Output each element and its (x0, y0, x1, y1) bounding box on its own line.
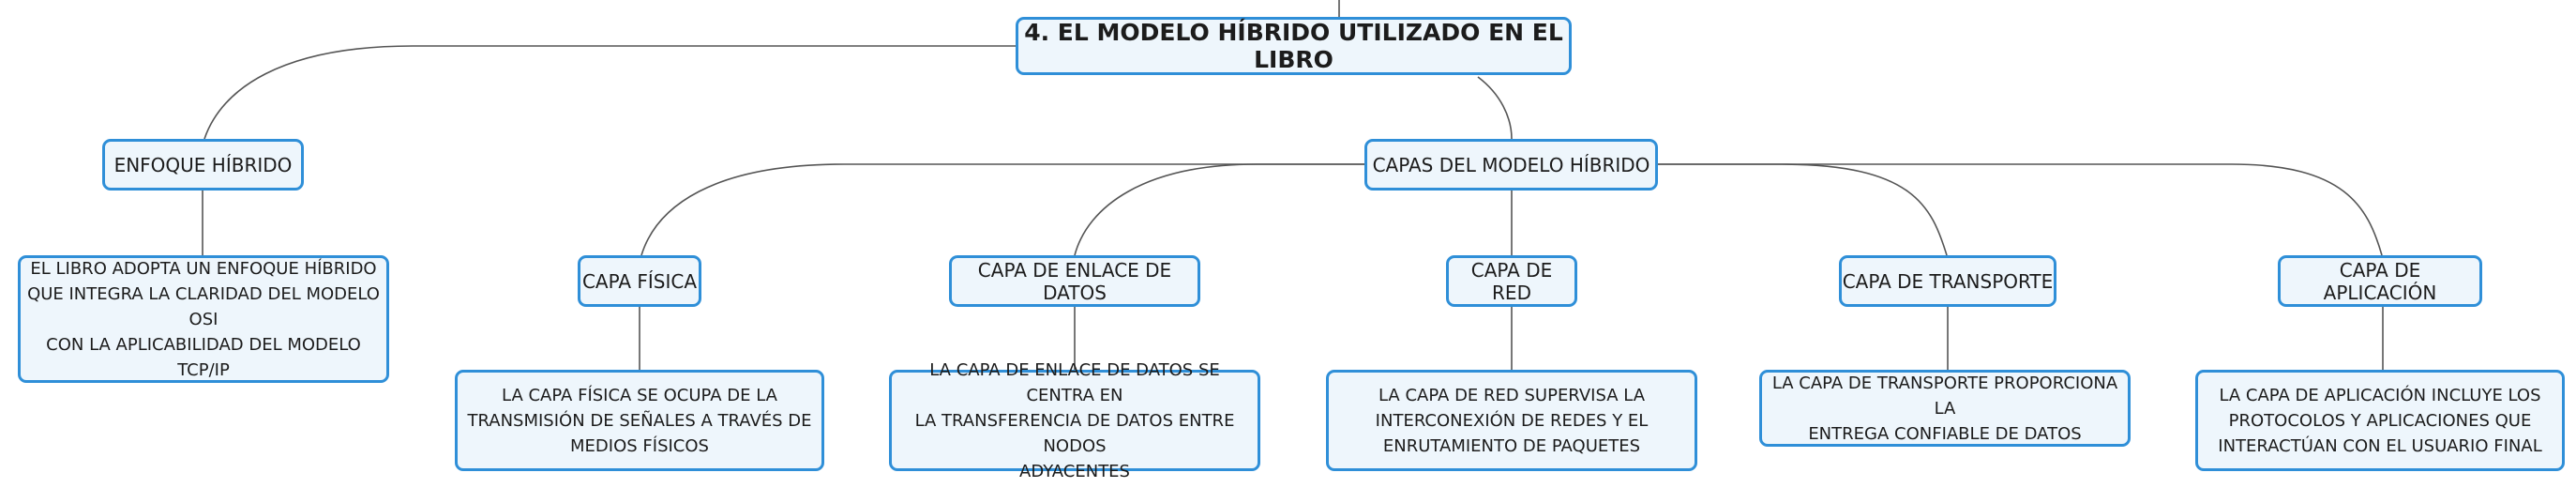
node-enfoque-hibrido[interactable]: ENFOQUE HÍBRIDO (102, 139, 304, 191)
connector-capas-enlace (1074, 163, 1364, 256)
node-capa-transporte-detail[interactable]: LA CAPA DE TRANSPORTE PROPORCIONA LA ENT… (1759, 370, 2131, 447)
node-capas-label: CAPAS DEL MODELO HÍBRIDO (1372, 153, 1650, 176)
connector-capas-fisica (640, 163, 1364, 256)
connector-root-enfoque (203, 45, 1016, 140)
detail-line: MEDIOS FÍSICOS (570, 435, 709, 456)
detail-line: QUE INTEGRA LA CLARIDAD DEL MODELO OSI (27, 283, 380, 329)
detail-line: EL LIBRO ADOPTA UN ENFOQUE HÍBRIDO (30, 258, 377, 279)
node-capa-fisica-detail[interactable]: LA CAPA FÍSICA SE OCUPA DE LA TRANSMISIÓ… (455, 370, 824, 471)
node-capa-aplicacion-detail[interactable]: LA CAPA DE APLICACIÓN INCLUYE LOS PROTOC… (2195, 370, 2565, 471)
node-capa-red[interactable]: CAPA DE RED (1446, 255, 1577, 307)
detail-line: LA CAPA DE RED SUPERVISA LA (1378, 385, 1646, 405)
detail-line: ADYACENTES (1019, 461, 1130, 481)
node-capa-transporte[interactable]: CAPA DE TRANSPORTE (1839, 255, 2056, 307)
root-node[interactable]: 4. EL MODELO HÍBRIDO UTILIZADO EN EL LIB… (1016, 17, 1572, 75)
node-capa-red-label: CAPA DE RED (1470, 258, 1553, 304)
node-capa-aplicacion-label: CAPA DE APLICACIÓN (2323, 258, 2437, 304)
detail-line: LA CAPA DE TRANSPORTE PROPORCIONA LA (1771, 373, 2118, 419)
detail-line: CON LA APLICABILIDAD DEL MODELO TCP/IP (46, 334, 361, 380)
node-capa-aplicacion[interactable]: CAPA DE APLICACIÓN (2278, 255, 2482, 307)
connector-capas-transporte (1658, 163, 1948, 256)
node-capa-fisica[interactable]: CAPA FÍSICA (578, 255, 701, 307)
detail-line: ENRUTAMIENTO DE PAQUETES (1382, 435, 1641, 456)
detail-line: LA CAPA DE ENLACE DE DATOS SE CENTRA EN (929, 359, 1220, 405)
node-capa-transporte-label: CAPA DE TRANSPORTE (1842, 269, 2054, 293)
connector-capas-aplicacion (1658, 163, 2383, 256)
node-capa-fisica-label: CAPA FÍSICA (581, 269, 698, 293)
node-enfoque-detail[interactable]: EL LIBRO ADOPTA UN ENFOQUE HÍBRIDO QUE I… (18, 255, 389, 383)
detail-line: INTERCONEXIÓN DE REDES Y EL (1375, 410, 1649, 431)
detail-line: ENTREGA CONFIABLE DE DATOS (1808, 423, 2082, 444)
detail-line: PROTOCOLOS Y APLICACIONES QUE (2228, 410, 2532, 431)
connector-root-capas (1477, 76, 1513, 140)
node-capas-modelo[interactable]: CAPAS DEL MODELO HÍBRIDO (1364, 139, 1658, 191)
detail-line: TRANSMISIÓN DE SEÑALES A TRAVÉS DE (467, 410, 812, 431)
detail-line: LA CAPA FÍSICA SE OCUPA DE LA (502, 385, 777, 405)
node-enfoque-label: ENFOQUE HÍBRIDO (113, 153, 293, 176)
root-label: 4. EL MODELO HÍBRIDO UTILIZADO EN EL LIB… (1024, 19, 1563, 73)
node-capa-enlace[interactable]: CAPA DE ENLACE DE DATOS (949, 255, 1200, 307)
detail-line: INTERACTÚAN CON EL USUARIO FINAL (2218, 435, 2542, 456)
node-capa-enlace-detail[interactable]: LA CAPA DE ENLACE DE DATOS SE CENTRA EN … (889, 360, 1260, 481)
detail-line: LA TRANSFERENCIA DE DATOS ENTRE NODOS (914, 410, 1235, 456)
node-capa-enlace-label: CAPA DE ENLACE DE DATOS (977, 258, 1172, 304)
detail-line: LA CAPA DE APLICACIÓN INCLUYE LOS (2219, 385, 2541, 405)
node-capa-red-detail[interactable]: LA CAPA DE RED SUPERVISA LA INTERCONEXIÓ… (1326, 370, 1697, 471)
